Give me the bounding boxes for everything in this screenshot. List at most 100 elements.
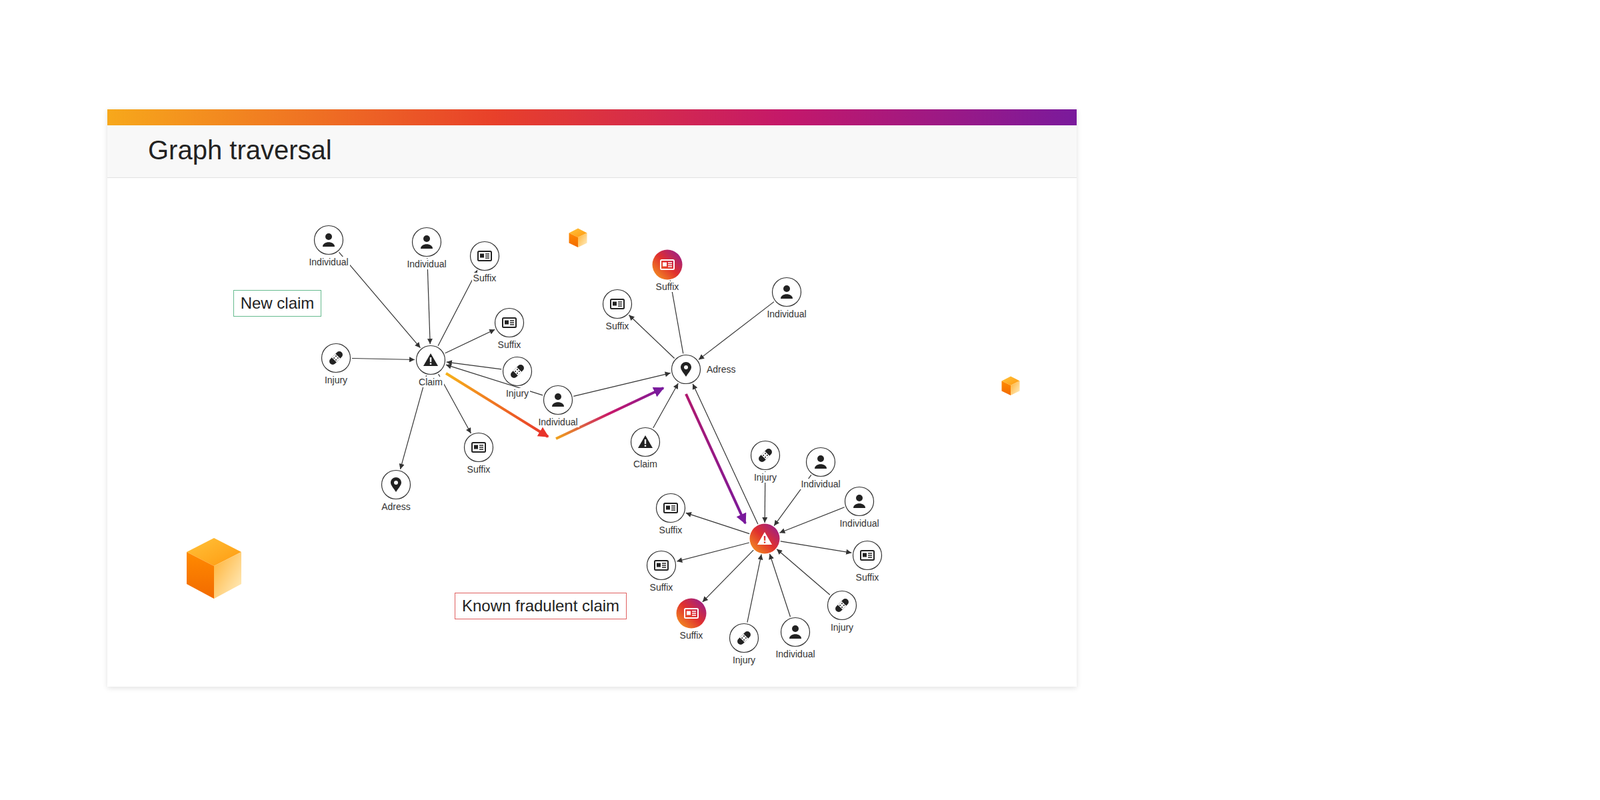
pin-icon [680, 362, 692, 377]
graph-node: Individual [771, 276, 802, 308]
card-icon [472, 442, 486, 452]
slide-title: Graph traversal [148, 135, 332, 166]
graph-edge [780, 541, 852, 553]
graph-edge [352, 358, 415, 360]
graph-node: Individual [542, 384, 574, 416]
node-label: Individual [799, 478, 842, 490]
graph-node: Injury [502, 356, 533, 387]
graph-node: Adress [380, 469, 412, 500]
node-circle [542, 384, 574, 416]
node-label: Individual [765, 308, 808, 320]
graph-edge [653, 383, 679, 428]
highlighted-node: Suffix [652, 249, 683, 280]
graph-node: Claim [630, 426, 661, 458]
node-circle [494, 307, 525, 338]
node-circle [826, 590, 858, 621]
graph-node: Injury [728, 622, 760, 654]
box-label: Known fradulent claim [462, 596, 620, 615]
node-label: Adress [380, 501, 412, 512]
graph-edge [573, 373, 670, 397]
node-circle [415, 344, 446, 376]
node-label: Injury [504, 388, 530, 399]
label-box: Known fradulent claim [454, 592, 627, 620]
node-circle [320, 342, 352, 374]
node-label: Suffix [654, 281, 681, 292]
graph-node: Injury [750, 440, 781, 471]
node-label: Suffix [496, 339, 523, 350]
node-label: Individual [536, 416, 579, 428]
node-label: Individual [307, 256, 350, 268]
node-label: Claim [632, 458, 659, 470]
traversal-arrow [446, 373, 548, 437]
label-box: New claim [233, 290, 322, 317]
person-icon [420, 235, 433, 249]
graph-edge [698, 302, 774, 360]
cube-decoration [1002, 376, 1020, 396]
injury-icon [509, 363, 526, 380]
highlighted-node [749, 523, 780, 554]
gradient-bar [107, 109, 1077, 126]
person-icon [552, 393, 564, 407]
graph-node: Individual [805, 446, 836, 478]
node-circle [602, 288, 633, 320]
traversal-arrow [686, 394, 746, 524]
graph-node: Suffix [463, 432, 494, 463]
node-label: Injury [323, 374, 349, 386]
node-circle [463, 432, 494, 463]
graph-node: Suffix [655, 492, 686, 524]
node-circle [502, 356, 533, 387]
node-label: Suffix [648, 582, 675, 593]
graph-edge [692, 384, 758, 524]
node-circle [630, 426, 661, 458]
graph-edge [747, 554, 762, 622]
injury-icon [736, 630, 752, 646]
claim-icon [423, 353, 438, 366]
graph-node: Individual [780, 616, 811, 648]
person-icon [322, 233, 335, 247]
card-icon [660, 260, 674, 270]
node-circle [780, 616, 811, 648]
graph-node: Suffix [852, 540, 883, 571]
person-icon [789, 625, 802, 639]
highlighted-node: Suffix [676, 598, 707, 629]
card-icon [610, 299, 624, 309]
graph-node: Individual [411, 226, 442, 258]
graph-node: Suffix [469, 240, 500, 272]
node-label: Claim [417, 376, 444, 388]
card-icon [654, 560, 668, 570]
claim-icon [757, 532, 772, 545]
node-label: Injury [731, 654, 757, 666]
node-label: Individual [838, 518, 880, 529]
node-label: Individual [774, 648, 816, 660]
traversal-arrows [446, 373, 746, 524]
node-circle [749, 523, 780, 554]
injury-icon [328, 350, 344, 366]
node-circle [313, 224, 344, 256]
graph-edge [676, 542, 750, 562]
node-label: Suffix [466, 464, 492, 475]
node-label: Suffix [604, 320, 631, 332]
pin-icon [390, 477, 402, 492]
node-circle [852, 540, 883, 571]
node-circle [670, 354, 702, 385]
person-icon [780, 285, 793, 299]
graph-edge [702, 550, 754, 602]
node-circle [676, 598, 707, 629]
node-label: Suffix [472, 272, 498, 284]
card-icon [860, 550, 874, 560]
node-label: Suffix [658, 524, 684, 536]
claim-icon [638, 435, 653, 448]
graph-node: Injury [320, 342, 352, 374]
node-label: Injury [752, 472, 778, 483]
card-icon [664, 503, 678, 513]
injury-icon [834, 597, 850, 614]
node-circle [411, 226, 442, 258]
graph-edge [427, 258, 430, 344]
node-circle [805, 446, 836, 478]
graph-edge [628, 315, 674, 359]
graph-edge [445, 329, 496, 353]
node-circle [844, 486, 875, 517]
node-label: Individual [405, 258, 448, 270]
